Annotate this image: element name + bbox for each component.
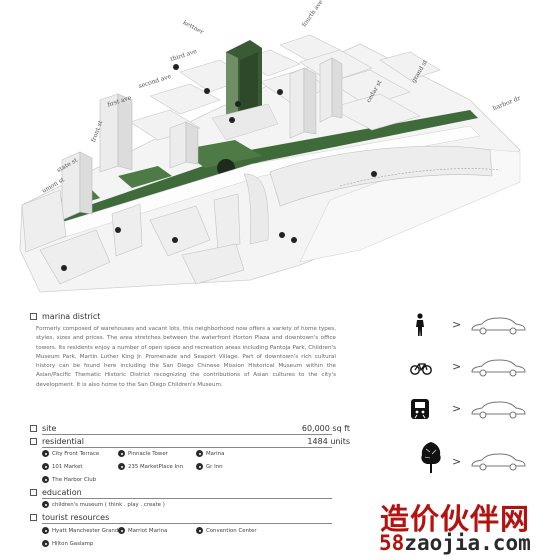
marker-icon bbox=[196, 450, 203, 457]
car-icon bbox=[471, 359, 526, 377]
list-item: children's museum ( think . play . creat… bbox=[42, 501, 165, 508]
list-item: Marina bbox=[196, 450, 224, 457]
checkbox-icon bbox=[30, 438, 37, 445]
bicycle-icon bbox=[410, 363, 432, 375]
site-label: site bbox=[42, 424, 57, 433]
location-markers bbox=[61, 64, 377, 271]
car-icon bbox=[471, 401, 526, 419]
marker-icon bbox=[42, 476, 49, 483]
foreground-buildings bbox=[21, 189, 245, 285]
watermark-url: 58zaojia.com bbox=[379, 531, 531, 555]
list-item: Marriot Marina bbox=[118, 527, 167, 534]
list-item: Pinnacle Tower bbox=[118, 450, 168, 457]
residential-row: residential 1484 units bbox=[30, 437, 350, 446]
site-row: site 60,000 sq ft bbox=[30, 424, 350, 433]
checkbox-icon bbox=[30, 489, 37, 496]
list-item: Hyatt Manchester Grand bbox=[42, 527, 118, 534]
list-item: 235 MarketPlace Inn bbox=[118, 463, 183, 470]
pedestrian-icon bbox=[416, 313, 424, 336]
green-plaza bbox=[118, 166, 172, 188]
residential-units: 1484 units bbox=[307, 437, 350, 446]
list-item: Convention Center bbox=[196, 527, 257, 534]
list-item: The Harbor Club bbox=[42, 476, 96, 483]
district-header: marina district bbox=[30, 312, 360, 321]
tourist-row: tourist resources bbox=[30, 513, 350, 522]
train-icon bbox=[411, 399, 429, 419]
list-item: 101 Market bbox=[42, 463, 83, 470]
district-description: Formerly composed of warehouses and vaca… bbox=[36, 326, 336, 388]
site-value: 60,000 sq ft bbox=[301, 424, 350, 433]
list-item: Gr Inn bbox=[196, 463, 223, 470]
marker-icon bbox=[196, 527, 203, 534]
education-label: education bbox=[42, 488, 82, 497]
marker-icon bbox=[42, 540, 49, 547]
checkbox-icon bbox=[30, 514, 37, 521]
list-item: City Front Terrace bbox=[42, 450, 99, 457]
marker-icon bbox=[118, 463, 125, 470]
checkbox-icon bbox=[30, 425, 37, 432]
marker-icon bbox=[118, 450, 125, 457]
watermark-chinese: 造价伙伴网 bbox=[380, 502, 531, 536]
divider bbox=[42, 498, 332, 499]
marker-icon bbox=[118, 527, 125, 534]
tree-icon bbox=[421, 442, 441, 473]
checkbox-icon bbox=[30, 313, 37, 320]
tourist-label: tourist resources bbox=[42, 513, 110, 522]
towers bbox=[61, 57, 343, 221]
list-item: Hilton Gaslamp bbox=[42, 540, 93, 547]
marker-icon bbox=[42, 450, 49, 457]
arrow-symbol: > bbox=[452, 402, 462, 415]
arrow-symbol: > bbox=[452, 455, 462, 468]
district-title: marina district bbox=[42, 312, 101, 321]
marker-icon bbox=[196, 463, 203, 470]
divider bbox=[42, 434, 332, 435]
arrow-symbol: > bbox=[452, 360, 462, 373]
glass-tower bbox=[211, 40, 279, 141]
residential-label: residential bbox=[42, 437, 84, 446]
car-icon bbox=[471, 317, 526, 335]
marker-icon bbox=[42, 527, 49, 534]
convention-center bbox=[243, 145, 501, 245]
divider bbox=[42, 447, 332, 448]
marker-icon bbox=[42, 501, 49, 508]
car-icon bbox=[471, 453, 526, 471]
education-row: education bbox=[30, 488, 350, 497]
axonometric-site-model bbox=[19, 34, 521, 293]
divider bbox=[42, 523, 332, 524]
marker-icon bbox=[42, 463, 49, 470]
arrow-symbol: > bbox=[452, 318, 462, 331]
green-park bbox=[180, 140, 262, 168]
background-buildings bbox=[129, 34, 441, 141]
